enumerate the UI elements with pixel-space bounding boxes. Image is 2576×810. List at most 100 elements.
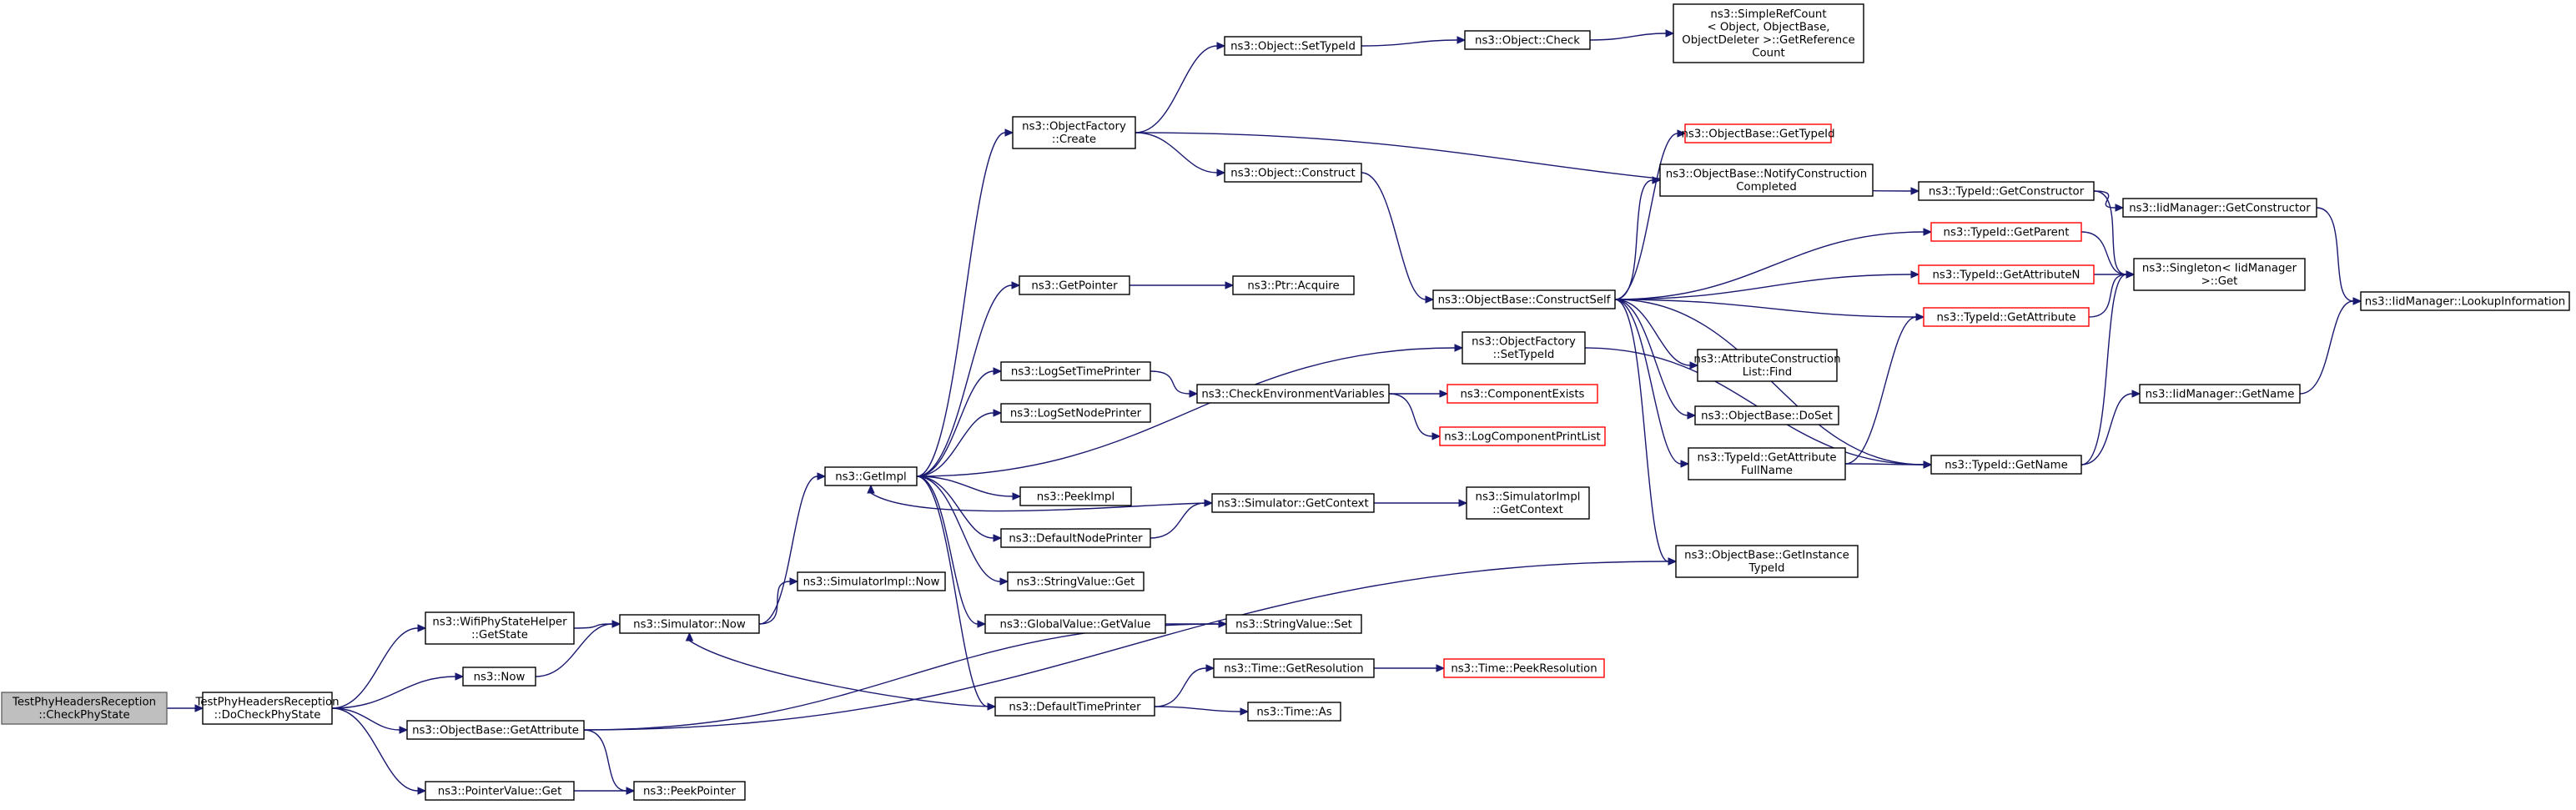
node-timepeekres[interactable]: ns3::Time::PeekResolution (1443, 658, 1605, 678)
node-tidgetattrn[interactable]: ns3::TypeId::GetAttributeN (1918, 264, 2095, 284)
node-box[interactable] (1247, 702, 1341, 722)
node-gvgetvalue[interactable]: ns3::GlobalValue::GetValue (984, 614, 1166, 634)
node-box[interactable] (1659, 164, 1874, 197)
node-box[interactable] (1697, 349, 1838, 382)
node-box[interactable] (1466, 486, 1590, 520)
node-box[interactable] (1684, 123, 1832, 143)
node-objcheck[interactable]: ns3::Object::Check (1464, 30, 1591, 50)
node-iidgetname[interactable]: ns3::IidManager::GetName (2139, 384, 2301, 404)
node-simnow[interactable]: ns3::Simulator::Now (619, 614, 760, 634)
node-iidgetconstructor[interactable]: ns3::IidManager::GetConstructor (2122, 198, 2317, 218)
node-wifigetstate[interactable]: ns3::WifiPhyStateHelper::GetState (425, 611, 575, 645)
node-getpointer[interactable]: ns3::GetPointer (1019, 275, 1130, 295)
node-iidlookup[interactable]: ns3::IidManager::LookupInformation (2360, 291, 2570, 311)
node-peekptr[interactable]: ns3::PeekPointer (633, 781, 746, 801)
node-box[interactable] (984, 614, 1166, 634)
node-peekimpl[interactable]: ns3::PeekImpl (1019, 486, 1132, 506)
node-compexists[interactable]: ns3::ComponentExists (1446, 384, 1598, 404)
node-deftime[interactable]: ns3::DefaultTimePrinter (994, 697, 1155, 717)
node-pvget[interactable]: ns3::PointerValue::Get (425, 781, 575, 801)
node-box[interactable] (619, 614, 760, 634)
node-box[interactable] (462, 667, 536, 687)
node-logsetnode[interactable]: ns3::LogSetNodePrinter (1000, 403, 1151, 423)
node-box[interactable] (2133, 258, 2306, 291)
node-box[interactable] (1918, 264, 2095, 284)
node-tidgetparent[interactable]: ns3::TypeId::GetParent (1930, 222, 2082, 242)
node-obconstructself[interactable]: ns3::ObjectBase::ConstructSelf (1432, 289, 1616, 309)
node-box[interactable] (1443, 658, 1605, 678)
node-box[interactable] (1196, 384, 1390, 404)
node-obnotify[interactable]: ns3::ObjectBase::NotifyConstructionCompl… (1659, 164, 1874, 197)
node-box[interactable] (2360, 291, 2570, 311)
node-logcompprint[interactable]: ns3::LogComponentPrintList (1439, 426, 1606, 446)
node-root[interactable]: TestPhyHeadersReception::CheckPhyState (1, 692, 168, 725)
node-tidgetattr[interactable]: ns3::TypeId::GetAttribute (1923, 307, 2090, 327)
node-box[interactable] (1918, 181, 2095, 201)
node-obgetattr[interactable]: ns3::ObjectBase::GetAttribute (406, 720, 585, 740)
node-box[interactable] (1694, 405, 1839, 425)
node-tidgetname[interactable]: ns3::TypeId::GetName (1930, 455, 2082, 475)
node-box[interactable] (1225, 614, 1362, 634)
node-box[interactable] (1232, 275, 1355, 295)
node-box[interactable] (824, 466, 918, 486)
node-box[interactable] (1, 692, 168, 725)
node-timegetres[interactable]: ns3::Time::GetResolution (1213, 658, 1375, 678)
node-simimplnow[interactable]: ns3::SimulatorImpl::Now (797, 571, 946, 591)
node-box[interactable] (1673, 3, 1864, 63)
node-box[interactable] (202, 692, 333, 725)
node-box[interactable] (1464, 30, 1591, 50)
node-box[interactable] (425, 781, 575, 801)
node-box[interactable] (1930, 455, 2082, 475)
node-objconstruct[interactable]: ns3::Object::Construct (1224, 163, 1362, 183)
node-now[interactable]: ns3::Now (462, 667, 536, 687)
node-box[interactable] (1007, 571, 1145, 591)
node-box[interactable] (1000, 403, 1151, 423)
node-strvalset[interactable]: ns3::StringValue::Set (1225, 614, 1362, 634)
node-docheck[interactable]: TestPhyHeadersReception::DoCheckPhyState (194, 692, 340, 725)
node-simplerefcount[interactable]: ns3::SimpleRefCount< Object, ObjectBase,… (1673, 3, 1864, 63)
node-box[interactable] (633, 781, 746, 801)
node-box[interactable] (2122, 198, 2317, 218)
node-objsettypeid[interactable]: ns3::Object::SetTypeId (1224, 36, 1362, 56)
node-box[interactable] (797, 571, 946, 591)
node-simgetctx[interactable]: ns3::Simulator::GetContext (1211, 493, 1375, 513)
node-box[interactable] (1213, 658, 1375, 678)
node-box[interactable] (1930, 222, 2082, 242)
node-simimplgetctx[interactable]: ns3::SimulatorImpl::GetContext (1466, 486, 1590, 520)
node-box[interactable] (1923, 307, 2090, 327)
node-defnode[interactable]: ns3::DefaultNodePrinter (1000, 528, 1151, 548)
node-box[interactable] (1439, 426, 1606, 446)
node-box[interactable] (1019, 275, 1130, 295)
node-strvalget[interactable]: ns3::StringValue::Get (1007, 571, 1145, 591)
node-box[interactable] (406, 720, 585, 740)
node-box[interactable] (1019, 486, 1132, 506)
node-box[interactable] (1432, 289, 1616, 309)
node-ofsettypeid[interactable]: ns3::ObjectFactory::SetTypeId (1462, 331, 1586, 365)
node-box[interactable] (2139, 384, 2301, 404)
node-box[interactable] (1462, 331, 1586, 365)
node-box[interactable] (1224, 36, 1362, 56)
node-box[interactable] (1000, 528, 1151, 548)
node-obgettypeid[interactable]: ns3::ObjectBase::GetTypeId (1681, 123, 1835, 143)
node-ofcreate[interactable]: ns3::ObjectFactory::Create (1012, 116, 1136, 149)
node-singletonget[interactable]: ns3::Singleton< IidManager>::Get (2133, 258, 2306, 291)
node-box[interactable] (1446, 384, 1598, 404)
node-box[interactable] (1211, 493, 1375, 513)
node-box[interactable] (1675, 545, 1859, 578)
node-box[interactable] (994, 697, 1155, 717)
node-box[interactable] (1012, 116, 1136, 149)
node-timeas[interactable]: ns3::Time::As (1247, 702, 1341, 722)
node-ptracquire[interactable]: ns3::Ptr::Acquire (1232, 275, 1355, 295)
node-tidgetconstructor[interactable]: ns3::TypeId::GetConstructor (1918, 181, 2095, 201)
node-getimpl[interactable]: ns3::GetImpl (824, 466, 918, 486)
node-box[interactable] (425, 611, 575, 645)
node-box[interactable] (1000, 361, 1151, 381)
node-checkenv[interactable]: ns3::CheckEnvironmentVariables (1196, 384, 1390, 404)
node-box[interactable] (1224, 163, 1362, 183)
node-obdoset[interactable]: ns3::ObjectBase::DoSet (1694, 405, 1839, 425)
node-logsettime[interactable]: ns3::LogSetTimePrinter (1000, 361, 1151, 381)
node-box[interactable] (1688, 447, 1846, 480)
